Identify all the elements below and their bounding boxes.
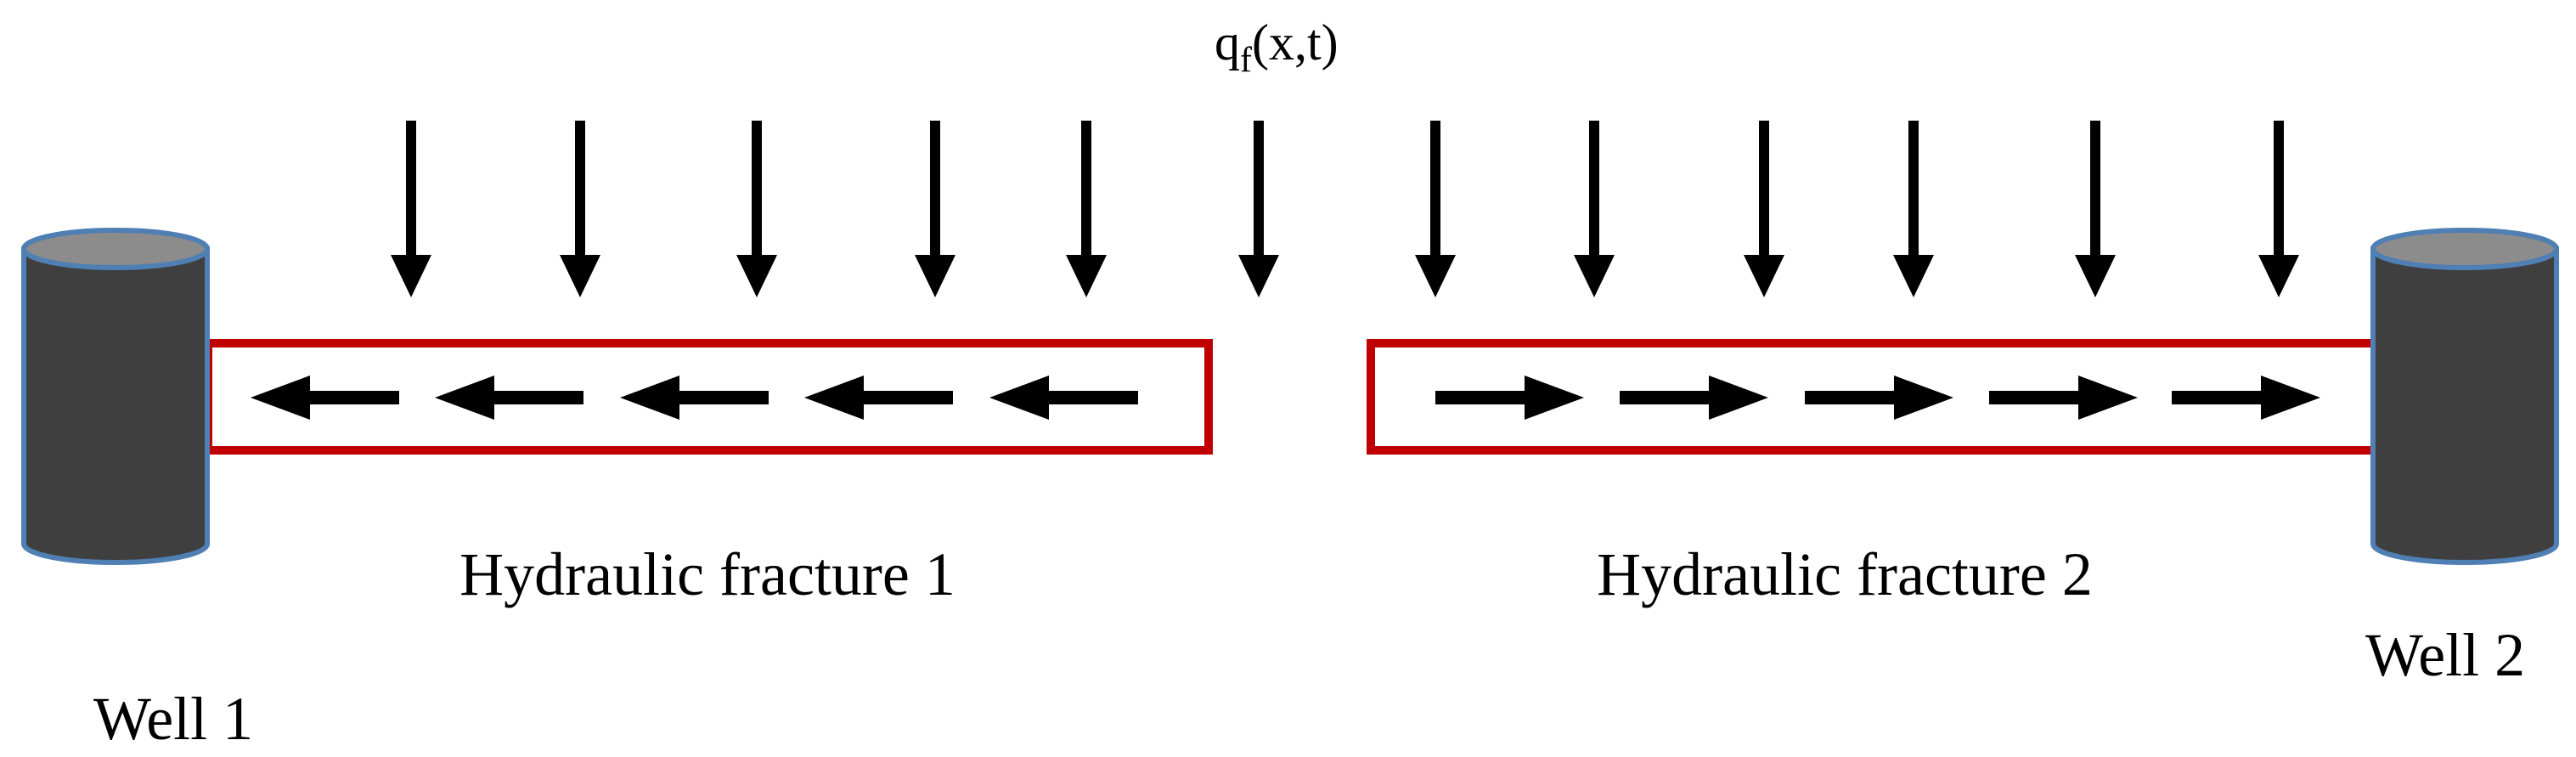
fracture-2-flow-arrow-head [2261,376,2320,420]
fracture-2-flow-arrow-head [1525,376,1584,420]
fracture-2-flow-arrow-head [2078,376,2138,420]
fracture-1-flow-arrow-head [435,376,494,420]
inflow-arrow-head [391,255,431,297]
well-1-top [21,228,210,270]
flux-label-args: (x,t) [1252,14,1339,71]
flux-label: qf(x,t) [1215,14,1339,80]
fracture-1-flow-arrow-head [251,376,310,420]
well-2-top [2370,228,2559,270]
inflow-arrow-head [560,255,600,297]
well-2-body [2370,246,2559,565]
inflow-arrow-head [736,255,777,297]
fracture-1-flow-arrow-head [620,376,679,420]
well-2-label: Well 2 [2365,621,2525,689]
inflow-arrow-head [1066,255,1107,297]
fracture-2-flow-arrows [1435,376,2320,420]
fracture-1-flow-arrow-head [804,376,864,420]
inflow-arrow-head [2075,255,2116,297]
fracture-2-label: Hydraulic fracture 2 [1597,540,2093,608]
well-2 [2370,228,2559,565]
well-1-body [21,246,210,565]
inflow-arrow-head [1893,255,1934,297]
fracture-1-label: Hydraulic fracture 1 [459,540,955,608]
inflow-arrow-head [1574,255,1615,297]
inflow-arrows [391,121,2299,297]
fracture-1-flow-arrows [251,376,1138,420]
flux-label-subscript: f [1240,41,1252,80]
inflow-arrow-head [1744,255,1784,297]
inflow-arrow-head [915,255,955,297]
inflow-arrow-head [1238,255,1279,297]
well-1-label: Well 1 [93,685,253,753]
fracture-2-flow-arrow-head [1709,376,1768,420]
fracture-2-flow-arrow-head [1894,376,1953,420]
well-1 [21,228,210,565]
inflow-arrow-head [1415,255,1456,297]
inflow-arrow-head [2258,255,2299,297]
fracture-1-flow-arrow-head [989,376,1049,420]
flux-label-main: q [1215,14,1240,71]
